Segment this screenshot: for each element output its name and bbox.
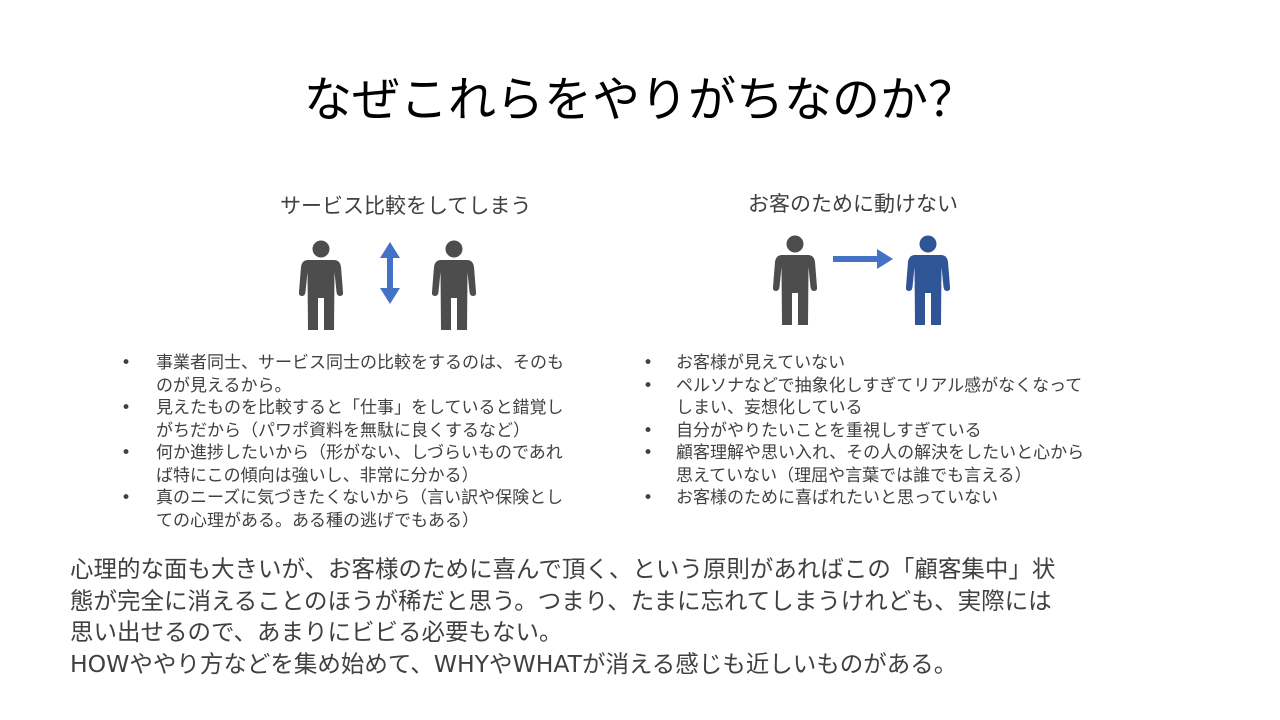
bullet-text: 真のニーズに気づきたくないから（言い訳や保険とし ての心理がある。ある種の逃げで… <box>156 488 564 531</box>
bullet-text: 見えたものを比較すると「仕事」をしていると錯覚し がちだから（パワポ資料を無駄に… <box>156 398 564 441</box>
summary-paragraph-2: HOWややり方などを集め始めて、WHYやWHATが消える感じも近しいものがある。 <box>70 649 958 678</box>
bullet-marker: • <box>642 375 654 396</box>
slide-title: なぜこれらをやりがちなのか？ <box>303 72 976 128</box>
left-section-heading: サービス比較をしてしまう <box>280 194 532 218</box>
list-item: • お客様のために喜ばれたいと思っていない <box>642 487 1142 510</box>
bullet-text: ペルソナなどで抽象化しすぎてリアル感がなくなって しまい、妄想化している <box>676 375 1083 419</box>
list-item: • 顧客理解や思い入れ、その人の解決をしたいと心から 思えていない（理屈や言葉では… <box>642 442 1142 487</box>
bullet-text: 自分がやりたいことを重視しすぎている <box>676 420 982 441</box>
bullet-marker: • <box>120 398 132 418</box>
bullet-marker: • <box>120 443 132 463</box>
right-section-heading: お客のために動けない <box>748 192 958 216</box>
list-item: • 見えたものを比較すると「仕事」をしていると錯覚し がちだから（パワポ資料を無駄… <box>120 397 620 442</box>
bullet-text: お客様のために喜ばれたいと思っていない <box>676 488 999 508</box>
bullet-text: 事業者同士、サービス同士の比較をするのは、そのも のが見えるから。 <box>156 353 564 396</box>
bullet-marker: • <box>642 420 654 441</box>
person-icon <box>772 235 818 327</box>
list-item: • 真のニーズに気づきたくないから（言い訳や保険とし ての心理がある。ある種の逃げ… <box>120 487 620 532</box>
list-item: • ペルソナなどで抽象化しすぎてリアル感がなくなって しまい、妄想化している <box>642 375 1142 420</box>
bullet-marker: • <box>120 488 132 508</box>
summary-paragraph-1: 心理的な面も大きいが、お客様のために喜んで頂く、という原則があればこの「顧客集中… <box>70 555 1056 646</box>
bullet-marker: • <box>642 488 654 508</box>
person-icon <box>905 235 951 327</box>
bullet-text: 何か進捗したいから（形がない、しづらいものであれ ば特にこの傾向は強いし、非常に… <box>156 443 563 486</box>
bullet-text: お客様が見えていない <box>676 353 846 373</box>
arrow-right-icon <box>833 249 893 269</box>
bullet-marker: • <box>642 443 654 463</box>
bullet-marker: • <box>120 353 132 373</box>
comparison-figure <box>290 230 490 335</box>
person-icon <box>431 240 477 332</box>
left-bullet-list: • 事業者同士、サービス同士の比較をするのは、そのも のが見えるから。 • 見えたも… <box>120 352 620 532</box>
list-item: • 何か進捗したいから（形がない、しづらいものであれ ば特にこの傾向は強いし、非常… <box>120 442 620 487</box>
list-item: • お客様が見えていない <box>642 352 1142 375</box>
customer-figure <box>765 230 965 335</box>
right-bullet-list: • お客様が見えていない • ペルソナなどで抽象化しすぎてリアル感がなくなって しま… <box>642 352 1142 510</box>
list-item: • 事業者同士、サービス同士の比較をするのは、そのも のが見えるから。 <box>120 352 620 397</box>
double-arrow-vertical-icon <box>380 242 400 304</box>
list-item: • 自分がやりたいことを重視しすぎている <box>642 420 1142 443</box>
bullet-marker: • <box>642 353 654 373</box>
bullet-text: 顧客理解や思い入れ、その人の解決をしたいと心から 思えていない（理屈や言葉では誰… <box>676 443 1085 486</box>
person-icon <box>298 240 344 332</box>
summary-text: 心理的な面も大きいが、お客様のために喜んで頂く、という原則があればこの「顧客集中… <box>70 554 1220 680</box>
